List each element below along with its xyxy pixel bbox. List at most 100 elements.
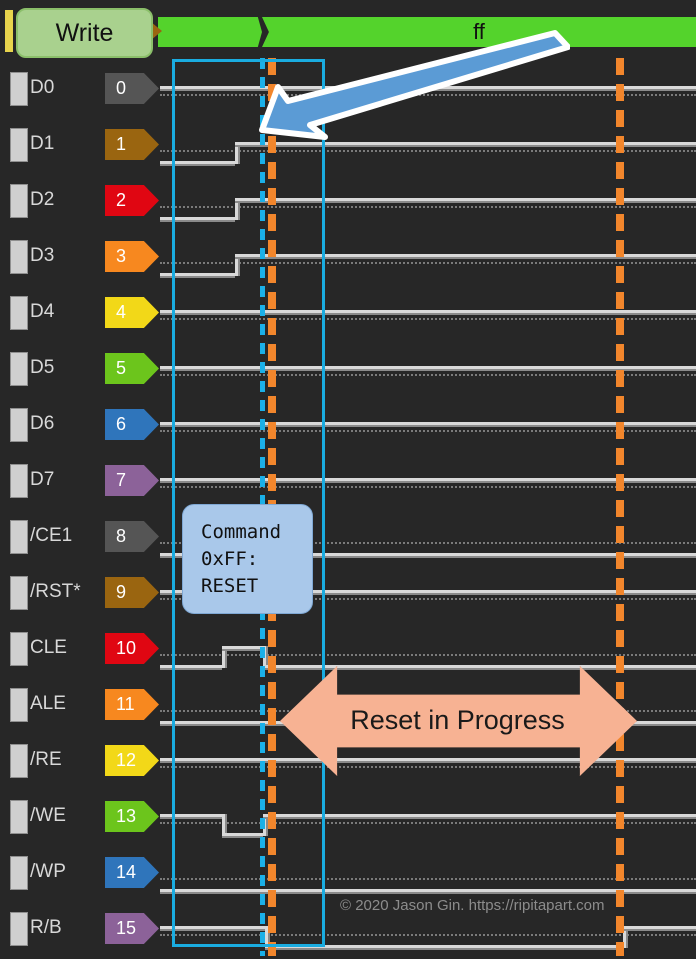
waveform-edge	[222, 646, 225, 668]
channel-number-tag[interactable]: 8	[105, 521, 159, 552]
channel-number-tag[interactable]: 5	[105, 353, 159, 384]
waveform-segment	[160, 758, 696, 761]
channel-number-tag[interactable]: 11	[105, 689, 159, 720]
channel-enable-checkbox[interactable]	[10, 744, 28, 778]
channel-row-D1[interactable]: D1 1	[0, 116, 696, 172]
waveform-segment	[160, 161, 235, 164]
channel-number-tag[interactable]: 6	[105, 409, 159, 440]
channel-midline	[160, 598, 696, 600]
channel-name-label: /RE	[30, 749, 62, 770]
channel-midline	[160, 206, 696, 208]
channel-number-tag[interactable]: 9	[105, 577, 159, 608]
waveform-segment	[160, 310, 696, 313]
channel-midline	[160, 94, 696, 96]
channel-row-D7[interactable]: D7 7	[0, 452, 696, 508]
decoder-stub	[5, 10, 13, 52]
channel-enable-checkbox[interactable]	[10, 856, 28, 890]
waveform-segment	[222, 646, 263, 649]
selection-rectangle[interactable]	[172, 59, 325, 947]
channel-number-tag[interactable]: 0	[105, 73, 159, 104]
channel-name-label: D0	[30, 77, 55, 98]
channel-number-tag[interactable]: 7	[105, 465, 159, 496]
callout-line-3: RESET	[201, 574, 259, 597]
channel-midline	[160, 486, 696, 488]
channel-number-tag[interactable]: 3	[105, 241, 159, 272]
decoder-write-tag[interactable]: Write	[16, 8, 153, 58]
channel-number-tag[interactable]: 1	[105, 129, 159, 160]
channel-enable-checkbox[interactable]	[10, 352, 28, 386]
waveform-segment	[222, 833, 263, 836]
channel-midline	[160, 318, 696, 320]
channel-row-RE[interactable]: /RE 12	[0, 732, 696, 788]
decoder-segment-0[interactable]	[158, 17, 262, 47]
channel-name-label: D7	[30, 469, 55, 490]
channel-number-tag[interactable]: 14	[105, 857, 159, 888]
channel-name-label: /RST*	[30, 581, 81, 602]
channel-row-WP[interactable]: /WP 14	[0, 844, 696, 900]
channel-enable-checkbox[interactable]	[10, 128, 28, 162]
channel-enable-checkbox[interactable]	[10, 688, 28, 722]
waveform-segment	[160, 590, 696, 593]
callout-line-2: 0xFF:	[201, 547, 259, 570]
channel-row-CLE[interactable]: CLE 10	[0, 620, 696, 676]
channel-number-tag[interactable]: 12	[105, 745, 159, 776]
channel-midline	[160, 542, 696, 544]
waveform-segment	[160, 478, 696, 481]
channel-number-tag[interactable]: 15	[105, 913, 159, 944]
channel-enable-checkbox[interactable]	[10, 184, 28, 218]
channel-number-tag[interactable]: 4	[105, 297, 159, 328]
waveform-edge	[623, 926, 626, 948]
channel-name-label: D1	[30, 133, 55, 154]
channel-midline	[160, 934, 696, 936]
waveform-edge	[235, 142, 238, 164]
channel-number-tag[interactable]: 10	[105, 633, 159, 664]
channel-row-RST[interactable]: /RST* 9	[0, 564, 696, 620]
channel-number-tag[interactable]: 2	[105, 185, 159, 216]
waveform-segment	[160, 422, 696, 425]
waveform-segment	[263, 665, 696, 668]
callout-line-1: Command	[201, 521, 282, 543]
channel-name-label: D3	[30, 245, 55, 266]
channel-midline	[160, 262, 696, 264]
waveform-segment	[160, 217, 235, 220]
channel-enable-checkbox[interactable]	[10, 520, 28, 554]
waveform-segment	[160, 366, 696, 369]
channel-enable-checkbox[interactable]	[10, 800, 28, 834]
channel-name-label: CLE	[30, 637, 67, 658]
channel-enable-checkbox[interactable]	[10, 408, 28, 442]
channel-enable-checkbox[interactable]	[10, 296, 28, 330]
decoder-bar: Write ff	[0, 0, 696, 60]
cursor-orange-2[interactable]	[616, 58, 624, 956]
waveform-edge	[265, 926, 268, 948]
channel-enable-checkbox[interactable]	[10, 464, 28, 498]
channel-midline	[160, 766, 696, 768]
waveform-segment	[235, 254, 696, 257]
decoder-segment-1[interactable]	[262, 17, 696, 47]
channel-enable-checkbox[interactable]	[10, 912, 28, 946]
channel-enable-checkbox[interactable]	[10, 72, 28, 106]
waveform-edge	[222, 814, 225, 836]
channel-enable-checkbox[interactable]	[10, 240, 28, 274]
waveform-segment	[160, 926, 265, 929]
channel-enable-checkbox[interactable]	[10, 632, 28, 666]
channel-number-tag[interactable]: 13	[105, 801, 159, 832]
decoder-write-label: Write	[55, 18, 114, 47]
channel-name-label: ALE	[30, 693, 66, 714]
channel-midline	[160, 374, 696, 376]
channel-row-RB[interactable]: R/B 15	[0, 900, 696, 956]
channel-row-D6[interactable]: D6 6	[0, 396, 696, 452]
channel-row-D3[interactable]: D3 3	[0, 228, 696, 284]
channel-enable-checkbox[interactable]	[10, 576, 28, 610]
waveform-segment	[160, 889, 696, 892]
channel-name-label: /WP	[30, 861, 66, 882]
channel-name-label: R/B	[30, 917, 62, 938]
channel-midline	[160, 878, 696, 880]
copyright-text: © 2020 Jason Gin. https://ripitapart.com	[340, 897, 605, 914]
decoder-segment-1-label: ff	[473, 19, 485, 44]
channel-name-label: D6	[30, 413, 55, 434]
